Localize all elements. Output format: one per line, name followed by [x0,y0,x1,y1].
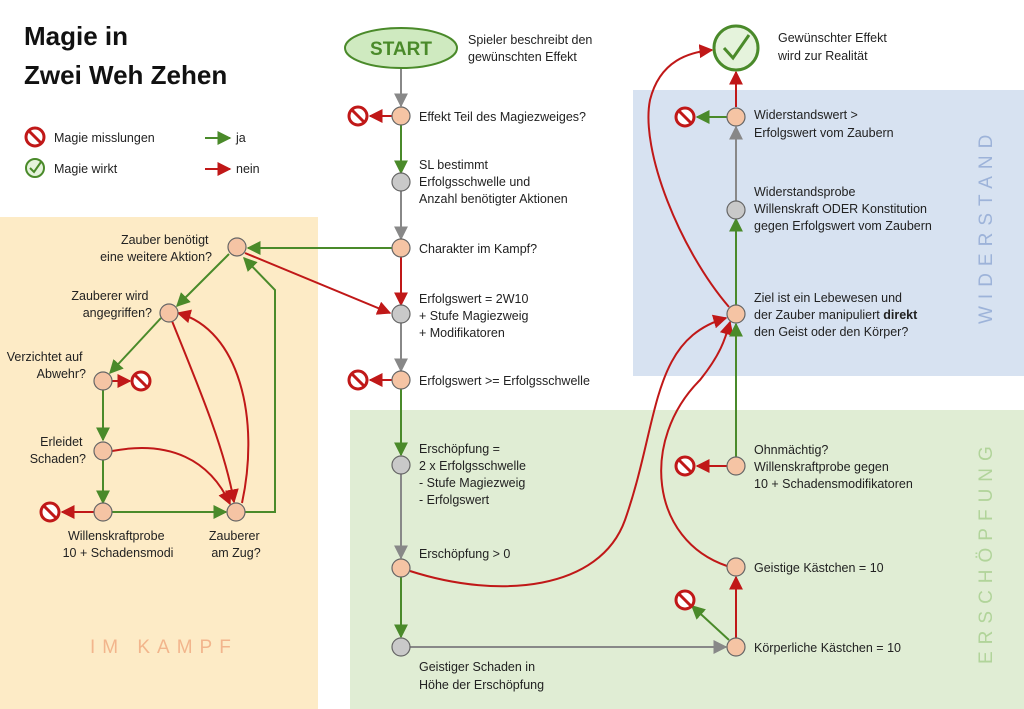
node-zug [226,502,246,522]
zone-label-kampf: IM KAMPF [90,637,238,658]
node-ziel [726,304,746,324]
fail-icon [347,105,369,127]
fail-icon [674,589,696,611]
edge-angegriffen-abwehr [109,317,162,375]
zone-im-kampf [0,217,318,709]
label-abwehr: Verzichtet auf Abwehr? [7,350,86,381]
node-teil [391,106,411,126]
label-teil: Effekt Teil des Magiezweiges? [419,110,586,124]
label-schaden: Erleidet Schaden? [30,435,86,466]
start-label: START [370,39,432,60]
label-erfolgswert: Erfolgswert = 2W10 + Stufe Magiezweig + … [419,292,532,340]
fail-icon [674,106,696,128]
fail-icon [674,455,696,477]
edges [60,44,743,654]
fail-icon [347,369,369,391]
fail-icon [130,370,152,392]
edge-zug-angegriffen [176,309,250,504]
zone-widerstand [633,90,1024,376]
edge-ziel-end [647,44,730,308]
edge-koerperlich-fail [690,605,730,641]
node-erschoepfung-pos [391,558,411,578]
node-sl [391,172,411,192]
legend-no-label: nein [236,162,260,176]
zone-label-erschoepfung: ERSCHÖPFUNG [976,439,997,664]
end-node [712,24,760,72]
label-erschoepfung-pos: Erschöpfung > 0 [419,547,510,561]
node-ohnmaechtig [726,456,746,476]
label-widerstandsprobe: Widerstandsprobe Willenskraft ODER Konst… [754,185,932,233]
edge-pos-ziel [409,314,728,588]
node-kampf [391,238,411,258]
label-kampf: Charakter im Kampf? [419,242,537,256]
node-schaden [93,441,113,461]
fail-icon [39,501,61,523]
node-erschoepfung [391,455,411,475]
legend-fail-label: Magie misslungen [54,131,155,145]
edge-geistig-ziel [660,320,734,567]
zone-label-widerstand: WIDERSTAND [976,128,997,324]
label-zug: Zauberer am Zug? [209,529,263,560]
node-vergleich [391,370,411,390]
node-willenskraft [93,502,113,522]
check-icon [25,158,45,178]
node-widerstandsprobe [726,200,746,220]
label-erschoepfung: Erschöpfung = 2 x Erfolgsschwelle - Stuf… [419,442,529,507]
node-angegriffen [159,303,179,323]
page-title-line-2: Zwei Weh Zehen [24,60,227,90]
edge-schaden-zug [111,447,232,506]
node-aktion [227,237,247,257]
label-angegriffen: Zauberer wird angegriffen? [71,289,152,320]
label-ziel: Ziel ist ein Lebewesen und der Zauber ma… [754,291,921,339]
page-title-line-1: Magie in [24,21,128,51]
end-desc: Gewünschter Effekt wird zur Realität [777,31,890,63]
start-desc: Spieler beschreibt den gewünschten Effek… [468,33,596,64]
node-erfolgswert [391,304,411,324]
node-abwehr [93,371,113,391]
label-geistiger-schaden: Geistiger Schaden in Höhe der Erschöpfun… [419,660,544,692]
fail-icon [24,126,46,148]
label-willenskraft: Willenskraftprobe 10 + Schadensmodi [63,529,174,560]
label-vergleich: Erfolgswert >= Erfolgsschwelle [419,374,590,388]
node-koerperlich [726,637,746,657]
label-ohnmaechtig: Ohnmächtig? Willenskraftprobe gegen 10 +… [754,443,913,491]
legend-success-label: Magie wirkt [54,162,118,176]
label-koerperlich: Körperliche Kästchen = 10 [754,641,901,655]
legend-yes-label: ja [235,131,246,145]
start-node [344,27,458,69]
label-sl: SL bestimmt Erfolgsschwelle und Anzahl b… [419,158,568,206]
nodes [93,106,746,657]
label-widerstandswert: Widerstandswert > Erfolgswert vom Zauber… [754,108,894,140]
node-widerstandswert [726,107,746,127]
node-geistig [726,557,746,577]
edge-aktion-angegriffen [176,253,230,307]
label-aktion: Zauber benötigt eine weitere Aktion? [100,233,212,264]
legend: Magie misslungen Magie wirkt ja nein [24,126,260,178]
label-geistig: Geistige Kästchen = 10 [754,561,884,575]
edge-zug-aktion [243,256,276,513]
edge-angegriffen-zug-1 [171,320,239,504]
edge-aktion-erfolgswert [244,252,392,315]
node-geistiger-schaden [391,637,411,657]
